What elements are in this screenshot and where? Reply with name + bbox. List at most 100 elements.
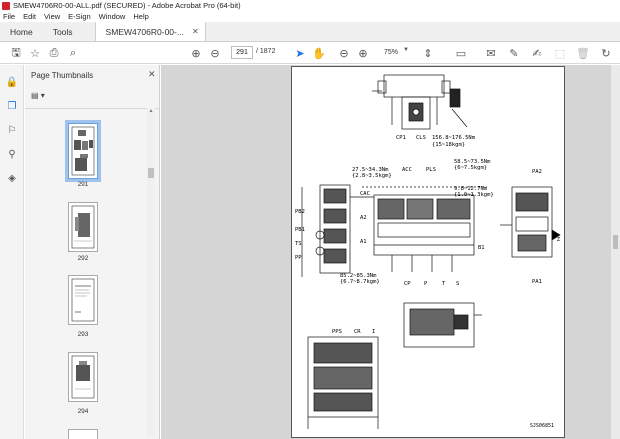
select-cursor-icon[interactable]: ➤ [295, 46, 305, 60]
thumbnail-options-icon[interactable]: ▤ ▾ [31, 91, 45, 100]
thumbnail-scrollbar[interactable]: ▲ [147, 108, 155, 438]
label-torque-top-kgm: {15~18kgm} [432, 142, 465, 148]
label-torque-d: 85.2~85.3Nm [340, 273, 377, 279]
label-a2: A2 [360, 215, 367, 221]
label-acc: ACC [402, 167, 412, 173]
label-torque-top: 156.8~176.5Nm [432, 135, 476, 141]
thumbnail-scroll-handle[interactable] [148, 168, 154, 178]
label-torque-c-kgm: {1.0~1.3kgm} [454, 192, 494, 198]
document-view[interactable]: CP1 CLS 156.8~176.5Nm {15~18kgm} 27.5~34… [161, 65, 620, 439]
label-z: Z [557, 237, 561, 243]
label-ts: TS [295, 241, 302, 247]
label-pls: PLS [426, 167, 436, 173]
search-icon[interactable]: ⌕ [69, 46, 77, 59]
label-pa2: PA2 [532, 169, 542, 175]
label-pb2: PB2 [295, 209, 305, 215]
attachments-icon[interactable]: ⚲ [8, 148, 16, 160]
panel-divider [25, 108, 159, 109]
figure-code: SJS06851 [530, 423, 554, 429]
label-torque-c: 9.8~12.7Nm [454, 186, 488, 192]
hand-tool-icon[interactable]: ✋ [312, 46, 326, 60]
bookmark-star-icon[interactable]: ☆ [30, 46, 40, 60]
label-torque-b-kgm: {6~7.5kgm} [454, 165, 487, 171]
zoom-out-icon[interactable]: ⊖ [339, 46, 349, 60]
thumbnail-label: 294 [77, 408, 89, 415]
rotate-icon[interactable]: ↻ [601, 46, 611, 60]
document-scrollbar[interactable] [611, 65, 620, 439]
menu-help[interactable]: Help [133, 12, 149, 21]
label-cac: CAC [360, 191, 370, 197]
thumbnail-291-image [71, 126, 95, 176]
organize-pages-icon[interactable]: ⬚ [554, 46, 566, 60]
label-torque-a: 27.5~34.3Nm [352, 167, 389, 173]
save-icon[interactable]: 🖫 [11, 45, 21, 59]
menu-view[interactable]: View [44, 12, 61, 21]
menu-file[interactable]: File [3, 12, 16, 21]
lock-icon[interactable]: 🔒 [5, 76, 19, 88]
label-a1: A1 [360, 239, 367, 245]
scroll-mode-icon[interactable]: ▭ [455, 46, 467, 60]
label-pps: PPS [332, 329, 342, 335]
thumbnail-293-image [71, 278, 95, 322]
thumbnail-292-image [71, 205, 95, 249]
label-torque-d-kgm: {6.7~8.7kgm} [340, 279, 380, 285]
page-fit-icon[interactable]: ⇕ [423, 46, 433, 60]
delete-icon[interactable]: 🗑 [576, 46, 590, 60]
label-pb1: PB1 [295, 227, 305, 233]
previous-page-icon[interactable]: ⊕ [191, 46, 201, 60]
page-total: / 1872 [256, 48, 276, 55]
bookmarks-icon[interactable]: ⚐ [7, 124, 17, 136]
label-cp1: CP1 [396, 135, 406, 141]
menu-edit[interactable]: Edit [23, 12, 37, 21]
label-b1: B1 [478, 245, 485, 251]
label-torque-b: 58.5~73.5Nm [454, 159, 491, 165]
tab-home[interactable]: Home [10, 26, 33, 37]
page-number-input[interactable]: 291 [231, 46, 253, 59]
highlight-pen-icon[interactable]: ✎ [509, 46, 519, 60]
next-page-icon[interactable]: ⊖ [210, 46, 220, 60]
navigation-rail: 🔒 ❐ ⚐ ⚲ ◈ [0, 65, 24, 439]
document-scroll-handle[interactable] [613, 235, 618, 249]
close-tab-icon[interactable]: ✕ [191, 27, 199, 36]
print-icon[interactable]: ⎙ [49, 46, 59, 59]
label-torque-a-kgm: {2.8~3.5kgm} [352, 173, 392, 179]
label-s: S [456, 281, 459, 287]
zoom-in-icon[interactable]: ⊕ [358, 46, 368, 60]
tab-tools[interactable]: Tools [52, 26, 73, 37]
window-title: SMEW4706R0-00-ALL.pdf (SECURED) - Adobe … [13, 1, 241, 10]
thumbnail-page-295[interactable] [68, 429, 98, 439]
thumbnail-label: 291 [77, 181, 89, 188]
thumbnail-page-291[interactable] [65, 120, 101, 182]
comment-icon[interactable]: ✉ [486, 46, 496, 60]
thumbnail-page-292[interactable] [68, 202, 98, 252]
label-i: I [372, 329, 375, 335]
title-bar: SMEW4706R0-00-ALL.pdf (SECURED) - Adobe … [0, 0, 620, 11]
sign-icon[interactable]: ✍ [532, 46, 542, 60]
thumbnail-page-294[interactable] [68, 352, 98, 402]
label-cr: CR [354, 329, 361, 335]
tab-bar: Home Tools SMEW4706R0-00-... ✕ [0, 22, 620, 42]
label-t: T [442, 281, 446, 287]
tab-document-label: SMEW4706R0-00-... [105, 26, 184, 37]
acrobat-logo-icon [2, 1, 10, 10]
thumbnail-page-293[interactable] [68, 275, 98, 325]
label-pa1: PA1 [532, 279, 542, 285]
layers-icon[interactable]: ◈ [8, 172, 16, 184]
hydraulic-valve-drawing: CP1 CLS 156.8~176.5Nm {15~18kgm} 27.5~34… [295, 74, 561, 429]
page-thumbnails-icon[interactable]: ❐ [7, 100, 17, 112]
page-thumbnails-panel: Page Thumbnails ✕ ▤ ▾ 291 292 [25, 65, 160, 439]
thumbnail-label: 292 [77, 255, 89, 262]
close-panel-icon[interactable]: ✕ [148, 69, 156, 79]
label-cp: CP [404, 281, 411, 287]
zoom-dropdown-icon[interactable]: ▼ [403, 47, 409, 53]
menu-esign[interactable]: E-Sign [68, 12, 91, 21]
thumbnail-label: 293 [77, 331, 89, 338]
menu-window[interactable]: Window [98, 12, 126, 21]
label-pp: PP [295, 255, 302, 261]
tab-document[interactable]: SMEW4706R0-00-... ✕ [94, 22, 206, 41]
menu-bar: File Edit View E-Sign Window Help [0, 11, 620, 22]
panel-title: Page Thumbnails [31, 71, 94, 80]
label-p: P [424, 281, 428, 287]
scroll-up-icon[interactable]: ▲ [148, 108, 154, 114]
zoom-level-input[interactable]: 75% [384, 49, 399, 56]
